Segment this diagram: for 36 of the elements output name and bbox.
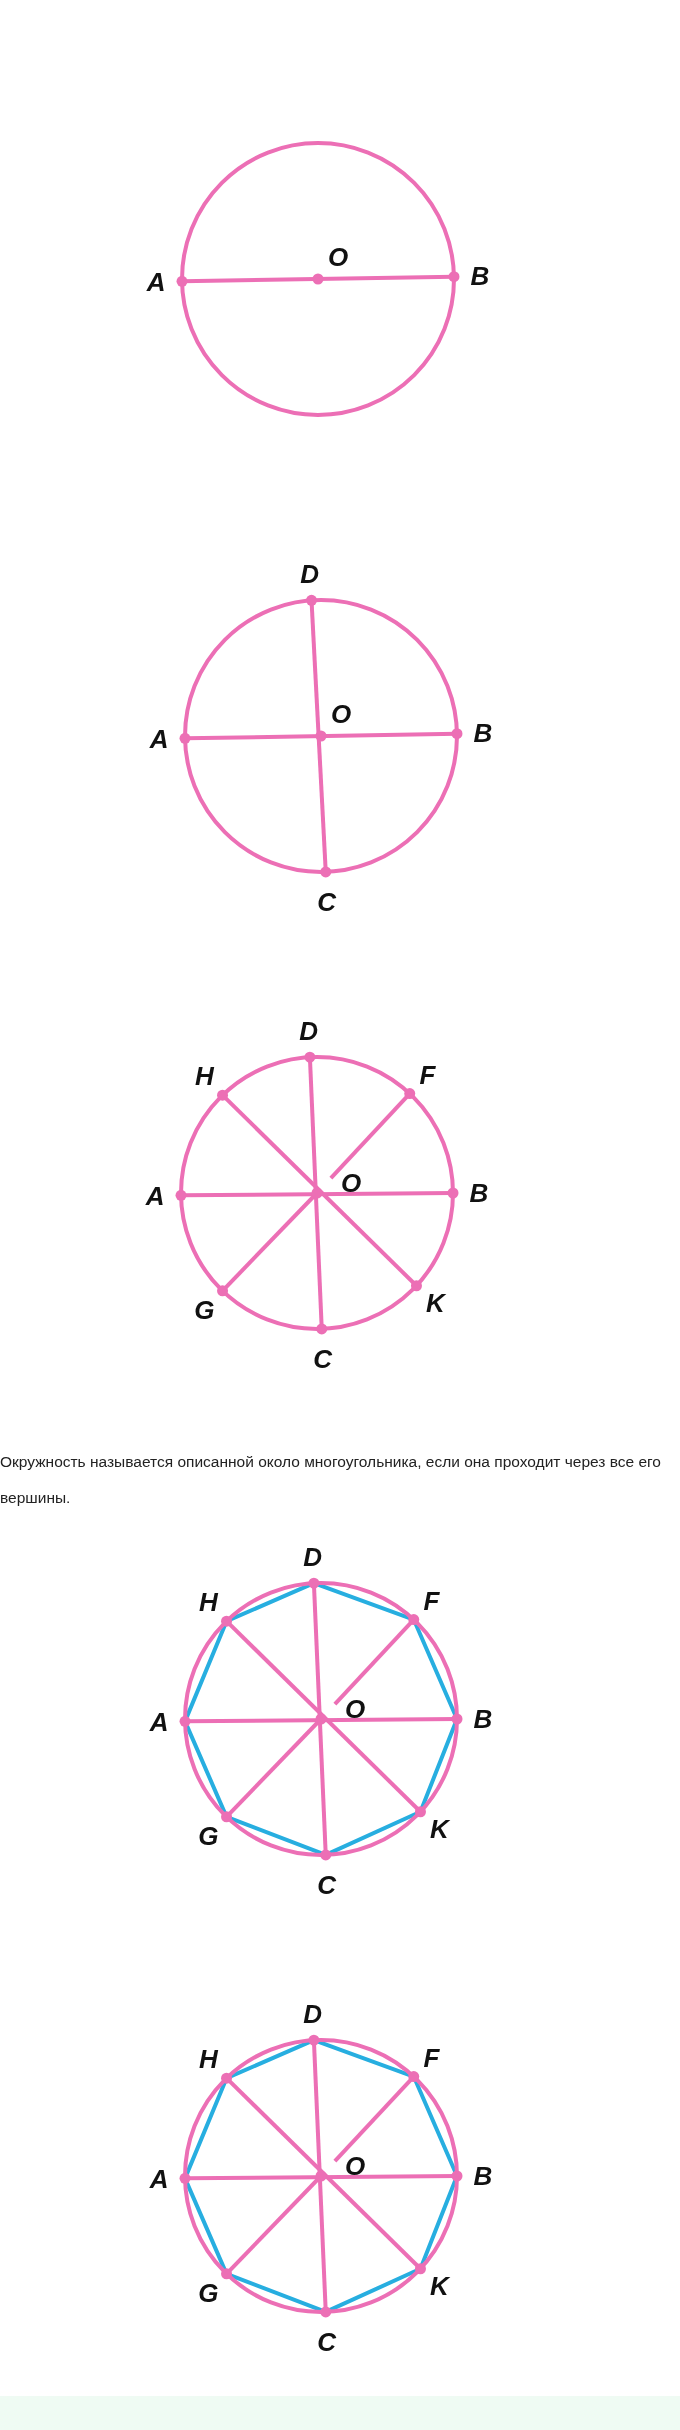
point-label: B [473,2162,493,2190]
point-label: C [317,2327,337,2356]
point-label: C [317,887,337,916]
point-label: K [426,1289,445,1318]
point-label: C [317,1870,337,1899]
point-label: K [430,2272,449,2301]
point-label: G [194,1295,215,1324]
point-label: A [146,267,166,296]
point-label: B [469,1179,489,1207]
point-label: O [327,243,349,271]
point-label: O [340,1169,362,1197]
point-label: B [473,719,493,748]
point-label: A [149,1707,169,1736]
point-label: F [423,1586,440,1615]
point-label: O [344,2152,366,2180]
point-label: D [303,2000,322,2029]
point-label: H [195,1062,214,1091]
point-label: A [145,1181,165,1210]
point-label: F [423,2043,440,2072]
point-label: O [344,1695,366,1723]
point-label: K [430,1815,449,1844]
point-label: A [149,2164,169,2193]
point-label: B [473,1705,493,1733]
point-label: H [199,2045,218,2074]
point-label: A [149,724,169,753]
point-label: G [198,2278,219,2307]
point-label: F [419,1060,436,1089]
definition-text: Окружность называется описанной около многоугольника, если она проходит через все его вершины. [0,1452,662,1508]
point-label: D [303,1543,322,1572]
point-label: H [199,1588,218,1617]
point-label: O [330,700,352,728]
point-label: C [313,1344,333,1373]
point-label: G [198,1821,219,1850]
point-label: D [299,1017,318,1046]
point-label: D [300,560,320,589]
point-label: B [470,262,490,291]
